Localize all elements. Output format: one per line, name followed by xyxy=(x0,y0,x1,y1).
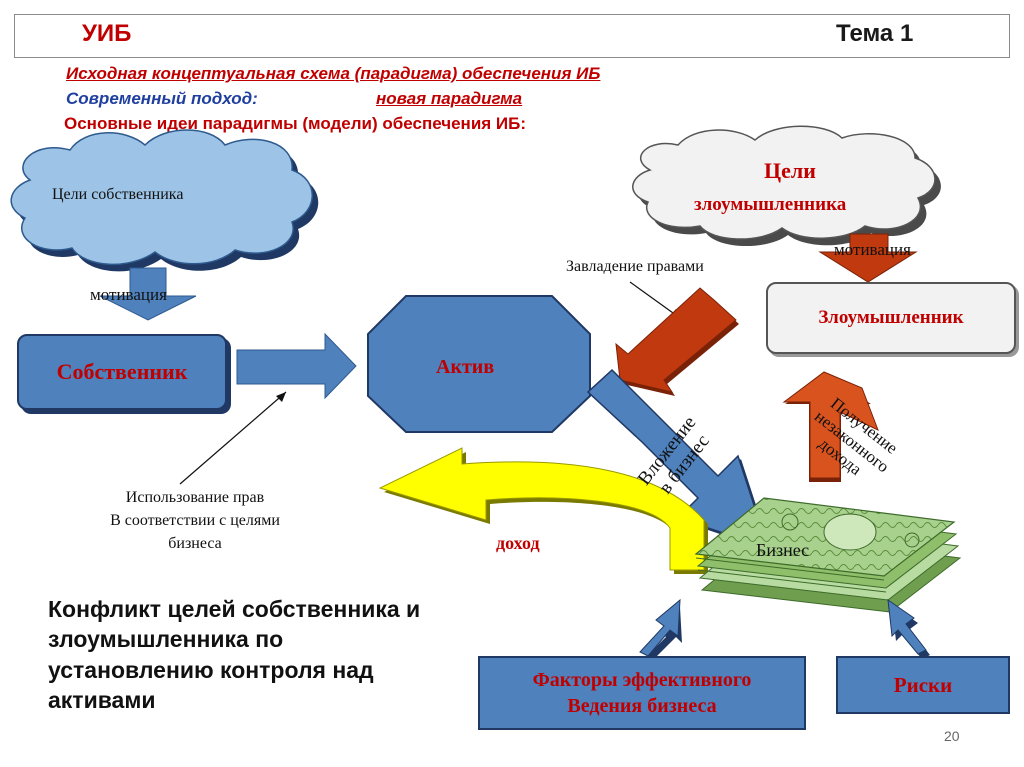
attacker-label: Злоумышленник xyxy=(818,307,964,328)
risks-label: Риски xyxy=(893,672,953,697)
attacker-box: Злоумышленник xyxy=(766,282,1016,354)
subtitle-line1: Исходная концептуальная схема (парадигма… xyxy=(66,64,601,83)
topic-title: Тема 1 xyxy=(836,20,914,47)
owner-box: Собственник xyxy=(17,334,227,410)
rights-usage-pointer xyxy=(179,391,287,485)
owner-goals-label: Цели собственника xyxy=(52,186,184,203)
factors-up-arrow xyxy=(639,598,682,659)
seizure-arrow xyxy=(615,287,739,396)
risks-up-arrow xyxy=(887,598,930,659)
owner-to-asset-arrow xyxy=(236,332,357,400)
factors-box: Факторы эффективного Ведения бизнеса xyxy=(478,656,806,730)
conflict-line4: активами xyxy=(48,687,156,714)
conflict-line2: злоумышленника по xyxy=(48,626,284,653)
illegal-income-arrow xyxy=(782,371,879,482)
rights-usage-line3: бизнеса xyxy=(168,535,222,553)
subtitle-line3: Основные идеи парадигмы (модели) обеспеч… xyxy=(64,114,527,133)
rights-seizure-pointer xyxy=(629,281,681,319)
rights-usage-text: Использование прав В соответствии с целя… xyxy=(60,486,330,556)
rights-usage-pointer-head xyxy=(276,392,286,402)
income-arrow xyxy=(378,447,708,574)
rights-usage-line2: В соответствии с целями xyxy=(110,512,280,530)
owner-label: Собственник xyxy=(56,359,188,384)
money-stack xyxy=(694,497,962,613)
page-number: 20 xyxy=(944,728,960,744)
course-title: УИБ xyxy=(82,20,132,47)
income-label: доход xyxy=(496,533,540,553)
subtitle-approach-label: Современный подход: xyxy=(66,89,258,108)
factors-line1: Факторы эффективного xyxy=(532,669,752,691)
asset-octagon xyxy=(367,295,591,433)
subtitle-approach-value: новая парадигма xyxy=(376,89,523,108)
motivation-left-arrow xyxy=(99,267,197,321)
risks-box: Риски xyxy=(836,656,1010,714)
rights-usage-line1: Использование прав xyxy=(125,489,265,506)
conflict-line1: Конфликт целей собственника и xyxy=(48,596,421,622)
owner-goals-cloud xyxy=(10,129,319,272)
title-bar xyxy=(14,14,1010,58)
attacker-goals-label-2: злоумышленника xyxy=(694,194,847,215)
motivation-left-label: мотивация xyxy=(90,285,167,304)
factors-line2: Ведения бизнеса xyxy=(567,695,717,717)
motivation-right-arrow xyxy=(818,233,918,283)
rights-seizure-label: Завладение правами xyxy=(566,258,704,275)
conflict-text: Конфликт целей собственника и злоумышлен… xyxy=(48,594,468,715)
attacker-goals-label-1: Цели xyxy=(764,158,816,183)
business-label: Бизнес xyxy=(756,540,810,560)
motivation-right-label: мотивация xyxy=(834,240,911,259)
attacker-goals-cloud xyxy=(632,125,941,247)
asset-label: Актив xyxy=(436,356,495,378)
conflict-line3: установлению контроля над xyxy=(48,656,374,683)
